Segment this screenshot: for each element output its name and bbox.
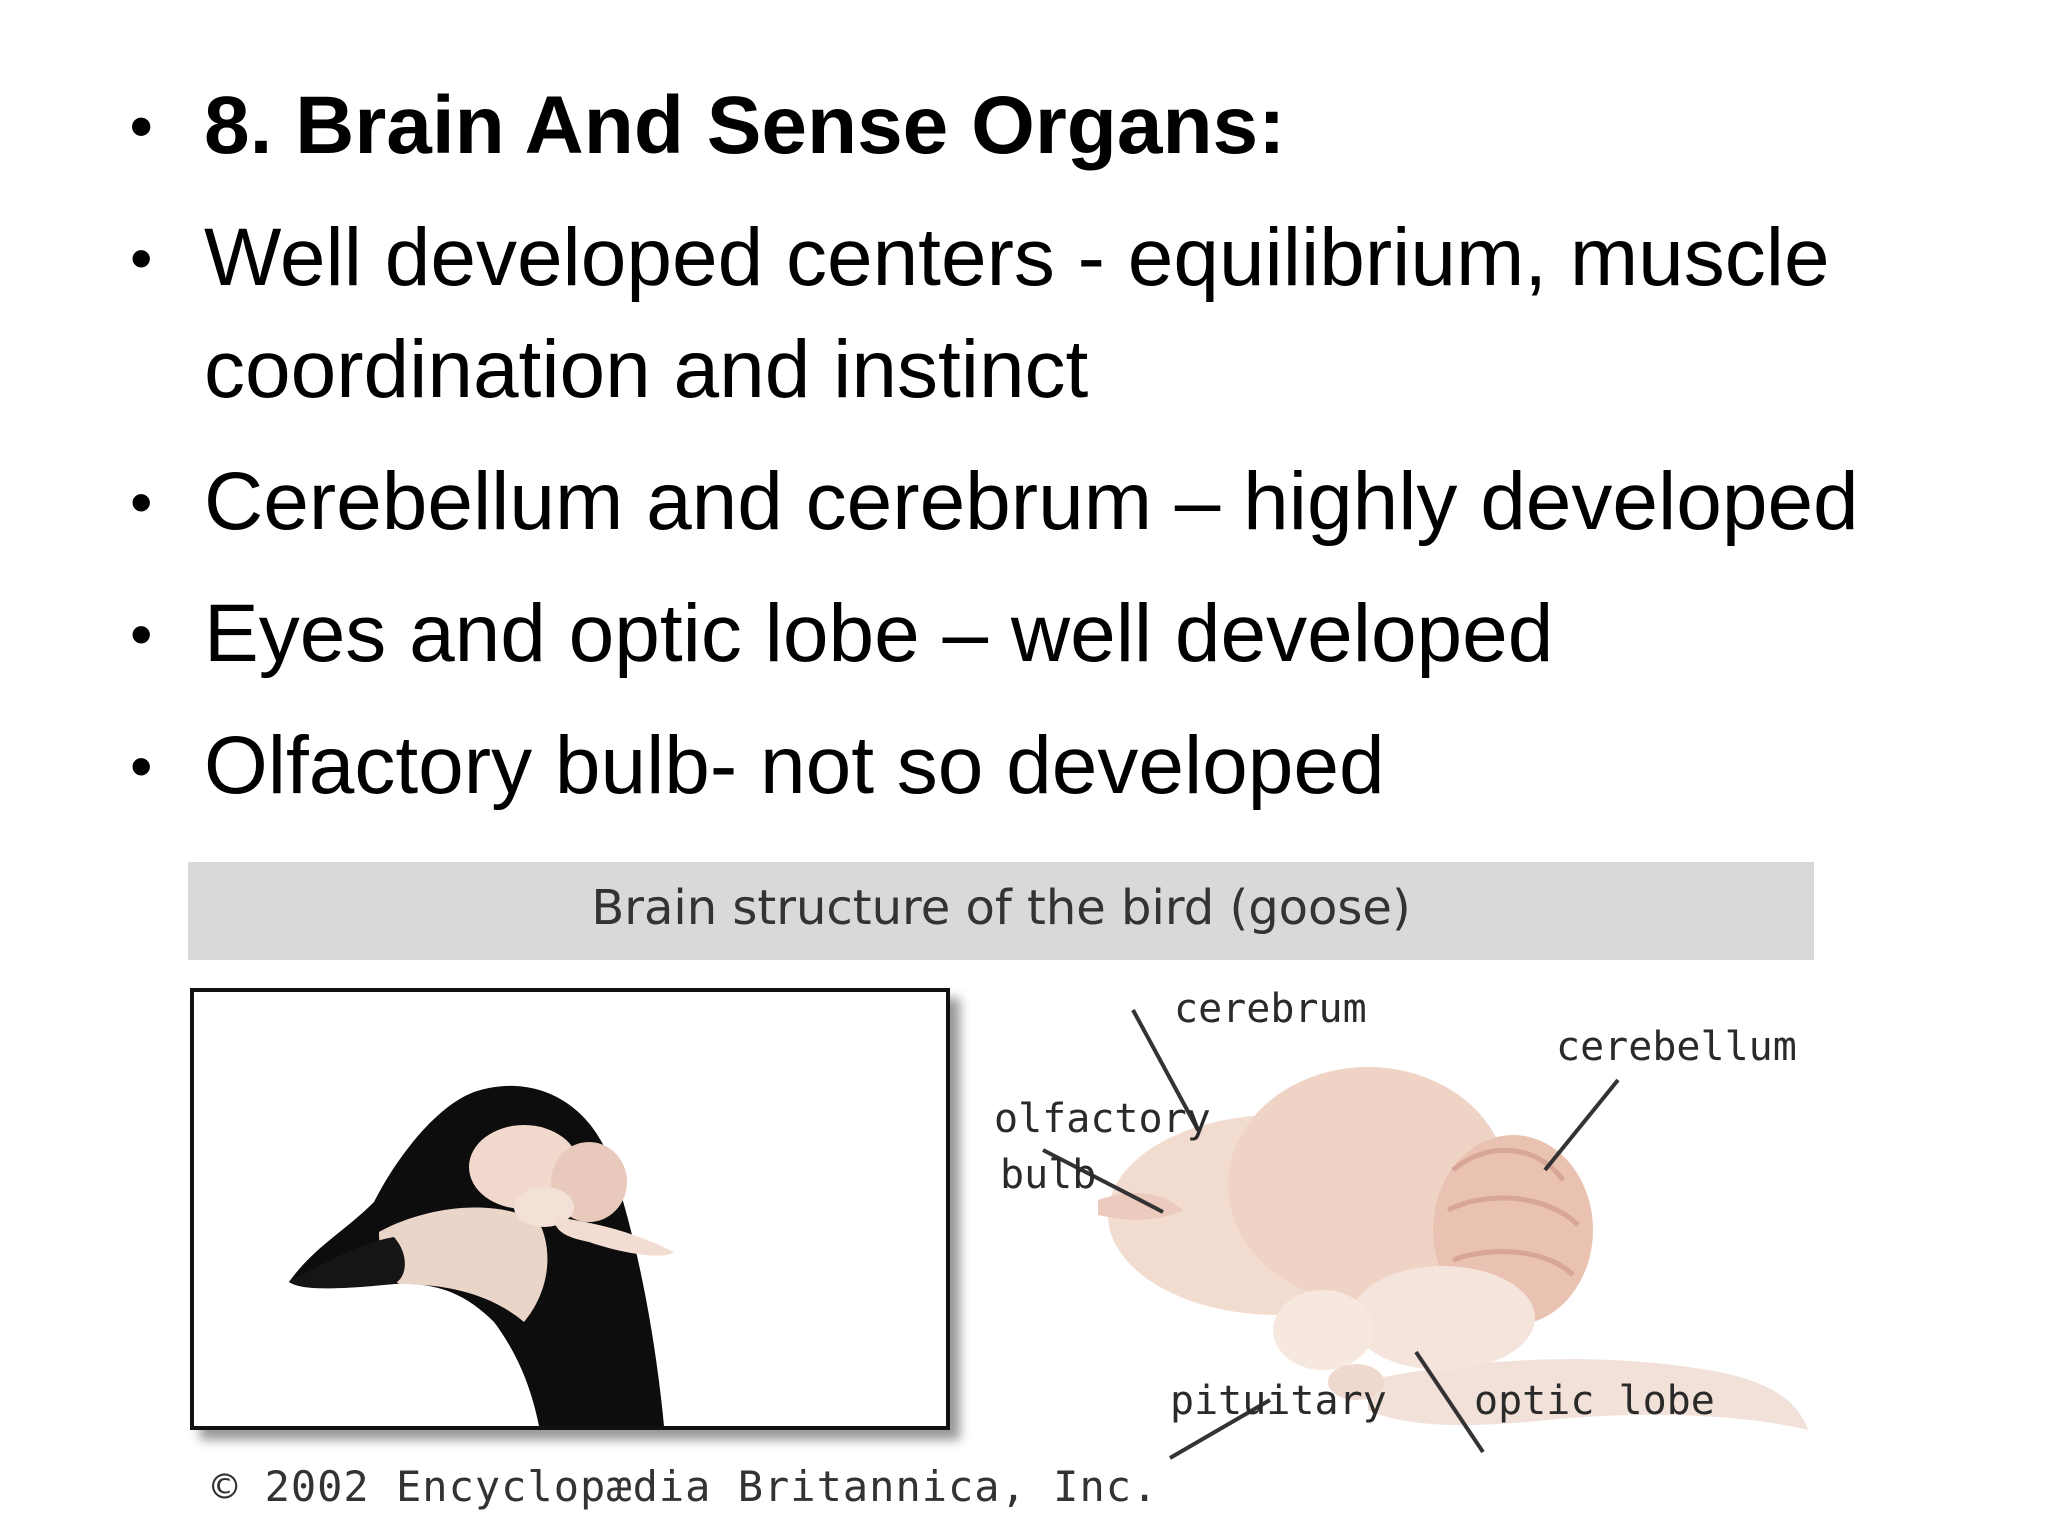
brain-structure-figure: Brain structure of the bird (goose) (188, 862, 1814, 1536)
label-olfactory-bulb-line1: olfactory (994, 1096, 1211, 1142)
bullet-text: Eyes and optic lobe – well developed (204, 588, 1554, 679)
bullet-list: • 8. Brain And Sense Organs: • Well develo… (120, 70, 1980, 842)
goose-head-illustration (190, 988, 950, 1430)
bullet-item: • Cerebellum and cerebrum – highly develo… (120, 446, 1980, 558)
label-cerebellum: cerebellum (1556, 1024, 1797, 1070)
bullet-item: • Olfactory bulb- not so developed (120, 710, 1980, 822)
bullet-item: • Eyes and optic lobe – well developed (120, 578, 1980, 690)
bullet-item-heading: • 8. Brain And Sense Organs: (120, 70, 1980, 182)
copyright-notice: © 2002 Encyclopædia Britannica, Inc. (212, 1462, 1159, 1511)
bullet-dot-icon: • (130, 466, 153, 538)
bullet-dot-icon: • (130, 730, 153, 802)
bullet-item: • Well developed centers - equilibrium, m… (120, 202, 1980, 426)
bullet-dot-icon: • (130, 222, 153, 294)
figure-title: Brain structure of the bird (goose) (591, 880, 1411, 936)
label-optic-lobe: optic lobe (1474, 1378, 1715, 1424)
bullet-text: Olfactory bulb- not so developed (204, 720, 1385, 811)
label-pituitary: pituitary (1170, 1378, 1387, 1424)
bullet-dot-icon: • (130, 598, 153, 670)
label-olfactory-bulb-line2: bulb (1000, 1152, 1097, 1198)
bird-brain-diagram (1042, 1009, 1808, 1460)
bullet-text: Well developed centers - equilibrium, mu… (204, 212, 1830, 415)
bullet-dot-icon: • (130, 90, 153, 162)
goose-head-icon (289, 1085, 674, 1426)
bullet-text: Cerebellum and cerebrum – highly develop… (204, 456, 1859, 547)
figure-header: Brain structure of the bird (goose) (188, 862, 1814, 960)
label-cerebrum: cerebrum (1174, 986, 1367, 1032)
bullet-text: 8. Brain And Sense Organs: (204, 80, 1286, 171)
